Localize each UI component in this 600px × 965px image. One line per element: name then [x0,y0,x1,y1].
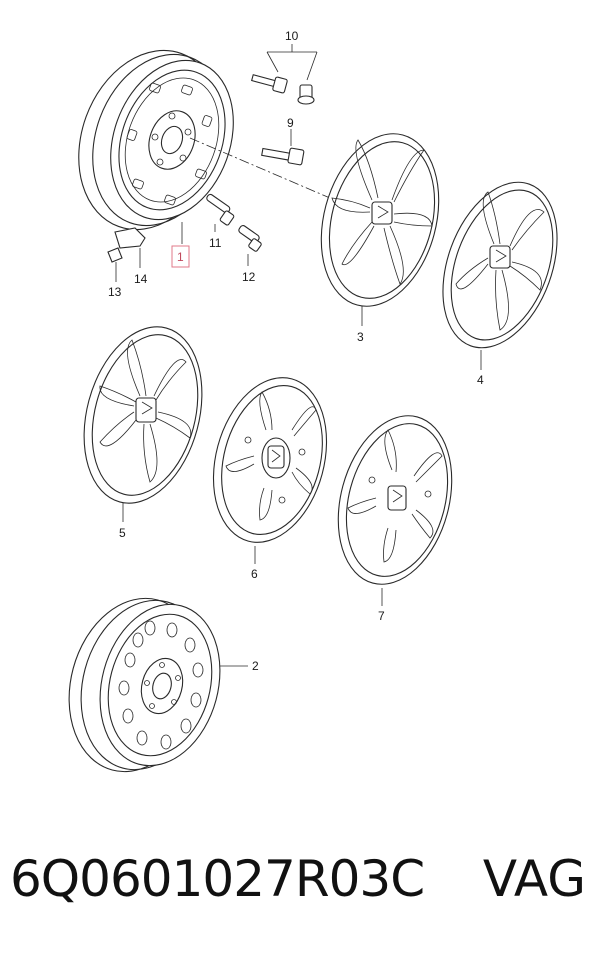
bolt-part-10a [250,74,288,94]
steel-wheel-part-1 [78,49,234,231]
callout-2: 2 [252,659,259,673]
callout-1-highlight-box [171,245,190,268]
callout-5: 5 [119,526,126,540]
callout-6: 6 [251,567,258,581]
balance-weight-part-14 [114,227,146,268]
callout-13: 13 [108,285,122,299]
hubcap-part-4 [442,181,558,370]
valve-part-12 [238,225,262,266]
hubcap-part-6 [212,377,328,564]
valve-part-11 [206,193,235,232]
callout-7: 7 [378,609,385,623]
bolt-part-9 [261,129,305,166]
callout-10-bracket [266,44,318,81]
part-number: 6Q0601027R03C [10,850,425,908]
parts-diagram: 10 9 11 12 14 13 1 3 4 5 6 7 2 [68,29,558,773]
callout-11: 11 [209,236,222,250]
callout-12: 12 [242,270,256,284]
axis-line [189,137,331,199]
bolt-part-10b [297,84,315,105]
callout-14: 14 [134,272,148,286]
callout-4: 4 [477,373,484,387]
hubcap-part-5 [83,326,203,522]
callout-3: 3 [357,330,364,344]
callout-9: 9 [287,116,294,130]
footer: 6Q0601027R03C VAG [0,850,600,930]
hubcap-part-3 [320,133,440,326]
steel-wheel-part-2 [68,597,248,773]
hubcap-part-7 [337,415,453,606]
clip-part-13 [107,247,123,282]
callout-10: 10 [285,29,299,43]
callout-1: 1 [177,250,184,264]
brand-name: VAG [482,850,586,908]
